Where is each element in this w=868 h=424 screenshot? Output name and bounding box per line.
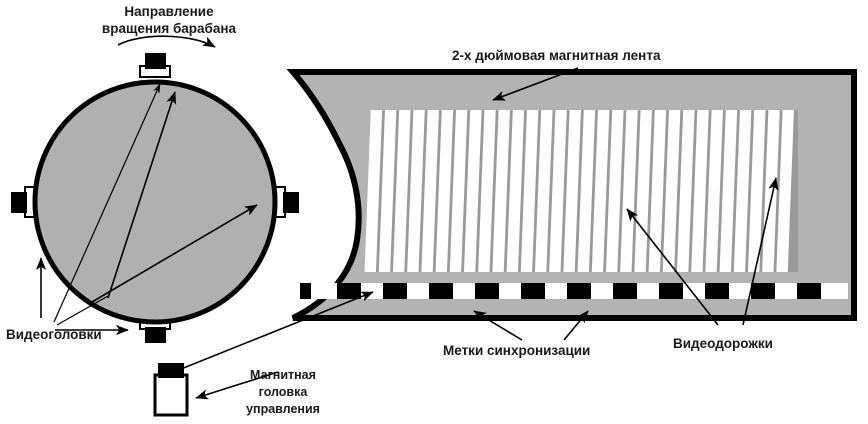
control-head-label-line3: управления bbox=[246, 402, 320, 416]
control-head-label-line2: головка bbox=[259, 385, 309, 399]
video-heads-label: Видеоголовки bbox=[6, 327, 102, 342]
rotation-label-line2: вращения барабана bbox=[102, 21, 237, 36]
video-heads-leaders bbox=[35, 83, 161, 336]
tape-label-leader bbox=[492, 67, 579, 101]
sync-marks-leaders bbox=[473, 310, 589, 341]
video-tracks-leaders bbox=[626, 177, 779, 326]
drum-circle bbox=[32, 79, 278, 325]
drum-head-path-arrow-1 bbox=[107, 91, 177, 299]
head-drum-group bbox=[11, 53, 299, 343]
sync-mark-blocks bbox=[300, 283, 821, 299]
video-head-left bbox=[11, 186, 37, 218]
video-track-stripes bbox=[364, 110, 808, 272]
control-head-label-line1: Магнитная bbox=[250, 368, 316, 382]
video-head-right bbox=[273, 186, 299, 218]
control-head-group bbox=[153, 363, 189, 417]
rotation-direction-arrow bbox=[117, 35, 216, 48]
video-head-top bbox=[139, 53, 171, 78]
control-head-tip bbox=[158, 363, 184, 378]
sync-marks-label: Метки синхронизации bbox=[443, 343, 590, 358]
video-tracks-group bbox=[364, 110, 808, 272]
drum-head-path-arrow-2 bbox=[91, 204, 258, 303]
tape-label: 2-х дюймовая магнитная лента bbox=[452, 48, 661, 63]
sync-marks-strip bbox=[300, 283, 848, 299]
control-head-body bbox=[153, 373, 189, 417]
control-head-leaders bbox=[175, 291, 374, 400]
video-tracks-label: Видеодорожки bbox=[673, 336, 773, 351]
rotation-label-line1: Направление bbox=[124, 4, 214, 19]
